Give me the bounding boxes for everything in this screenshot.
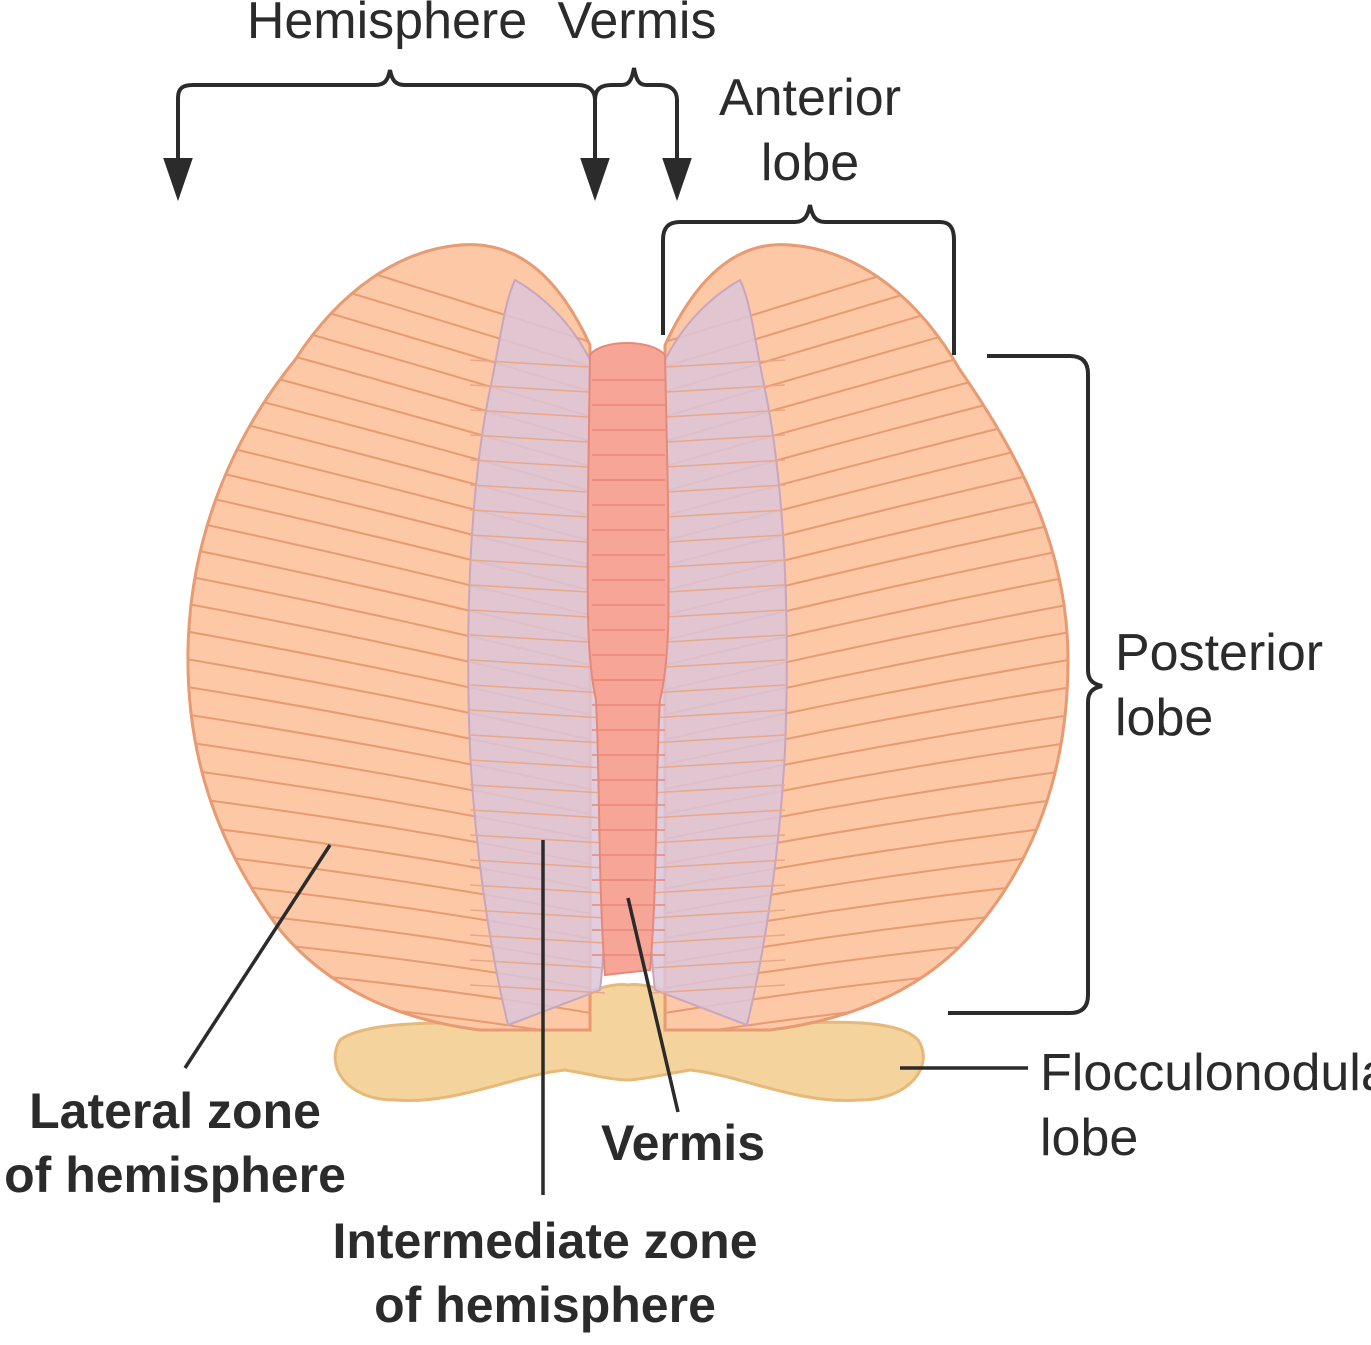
vermis-top-label: Vermis	[558, 0, 717, 50]
intermediate-zone-label-line2: of hemisphere	[374, 1277, 716, 1333]
posterior-lobe-label-line2: lobe	[1115, 689, 1213, 747]
anterior-lobe-label-line1: Anterior	[719, 69, 901, 127]
posterior-lobe-label-line1: Posterior	[1115, 624, 1323, 682]
lateral-zone-label-line2: of hemisphere	[4, 1147, 346, 1203]
anterior-lobe-label-line2: lobe	[761, 134, 859, 192]
intermediate-zone-label-line1: Intermediate zone	[332, 1213, 757, 1269]
arrow-head-icon	[665, 160, 689, 195]
lateral-zone-label-line1: Lateral zone	[29, 1083, 321, 1139]
arrows	[166, 108, 689, 195]
hemisphere-bracket	[178, 70, 595, 108]
vermis-bracket	[595, 68, 677, 108]
hemisphere-label: Hemisphere	[247, 0, 527, 50]
flocculonodular-label-line2: lobe	[1040, 1109, 1138, 1167]
arrow-head-icon	[583, 160, 607, 195]
vermis-bottom-label: Vermis	[601, 1115, 765, 1171]
arrow-head-icon	[166, 160, 190, 195]
flocculonodular-label-line1: Flocculonodular	[1040, 1044, 1371, 1102]
